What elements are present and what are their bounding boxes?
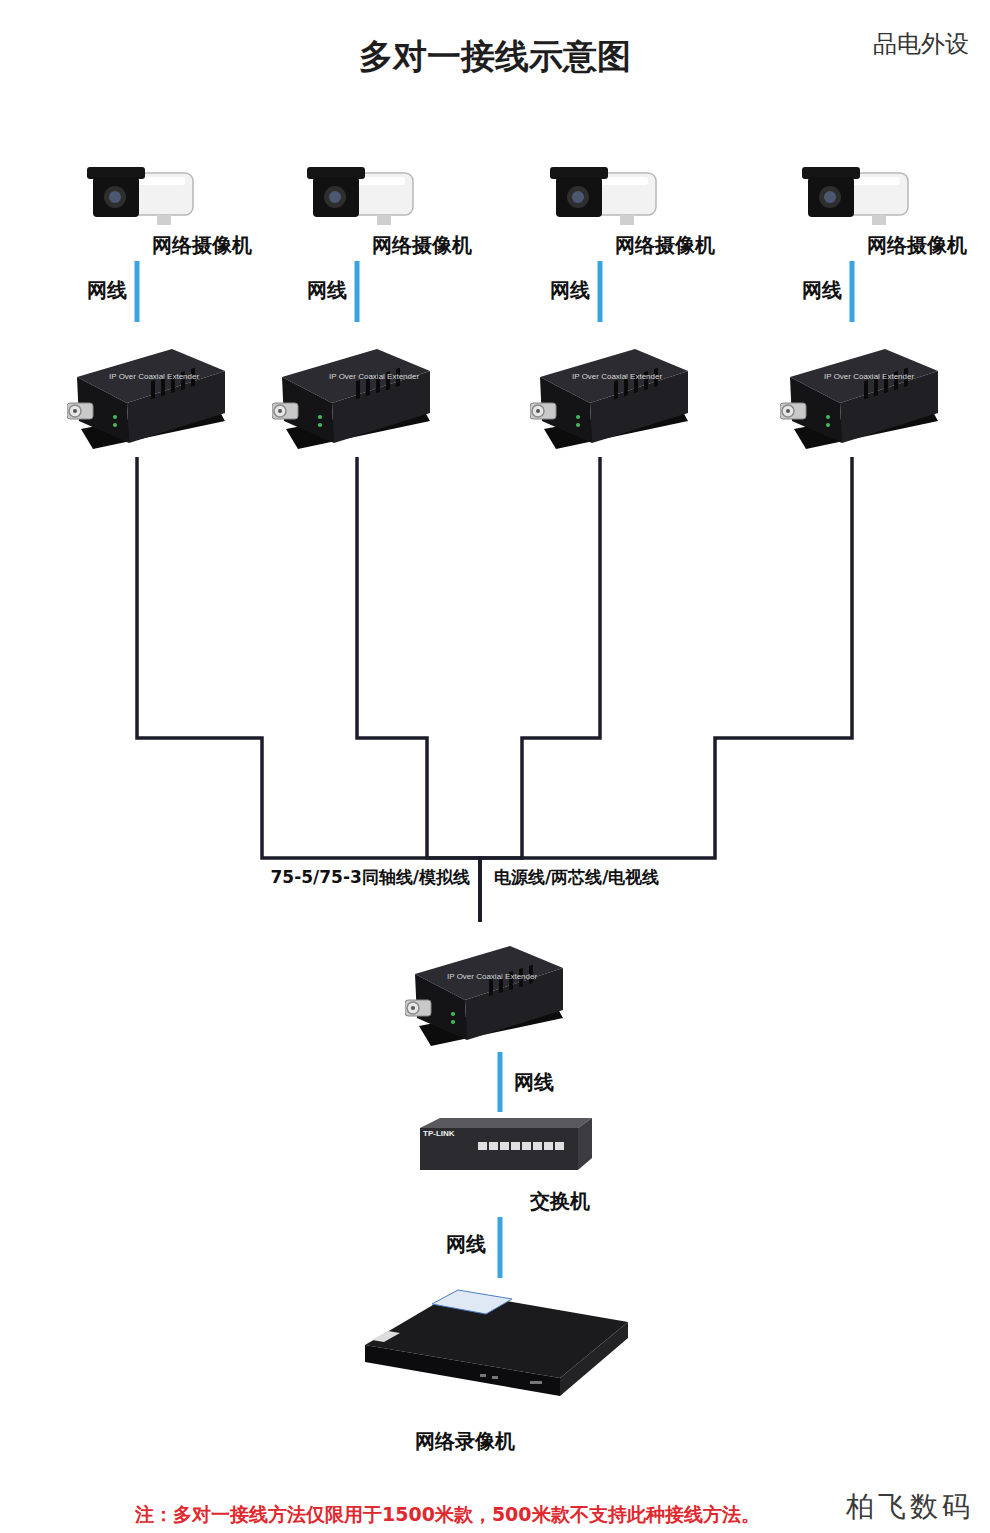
device-print: TP-LINK xyxy=(423,1129,455,1138)
network-cable xyxy=(598,261,603,322)
coax-cable xyxy=(480,457,600,922)
camera-node: 网络摄像机 xyxy=(797,162,972,261)
device-print: IP Over Coaxial Extender xyxy=(329,372,419,381)
camera-node: 网络摄像机 xyxy=(302,162,477,261)
network-cable xyxy=(498,1052,503,1112)
cable-label: 网线 xyxy=(548,278,592,302)
device-print: IP Over Coaxial Extender xyxy=(109,372,199,381)
cable-label: 网线 xyxy=(444,1232,488,1256)
note-text: 注：多对一接线方法仅限用于1500米款，500米款不支持此种接线方法。 xyxy=(135,1502,760,1528)
cable-label: 网线 xyxy=(800,278,844,302)
coax-cable xyxy=(357,457,480,922)
brand-text: 品电外设 xyxy=(873,28,969,60)
network-cable xyxy=(355,261,360,322)
camera-node: 网络摄像机 xyxy=(82,162,257,261)
device-label: 网络摄像机 xyxy=(372,232,472,259)
cable-label: 网线 xyxy=(85,278,129,302)
network-cable xyxy=(850,261,855,322)
extender-node: IP Over Coaxial Extender xyxy=(287,322,447,457)
cable-type: 75-5/75-3同轴线/模拟线 xyxy=(270,866,470,889)
recorder-node: 网络录像机 xyxy=(355,1278,630,1458)
device-label: 网络摄像机 xyxy=(152,232,252,259)
camera-node: 网络摄像机 xyxy=(545,162,720,261)
extender-node: IP Over Coaxial Extender xyxy=(405,922,570,1052)
cable-type: 电源线/两芯线/电视线 xyxy=(494,866,659,889)
device-print: IP Over Coaxial Extender xyxy=(447,972,537,981)
camera-picture xyxy=(307,167,413,225)
device-label: 网络摄像机 xyxy=(867,232,967,259)
diagram-title: 多对一接线示意图 xyxy=(0,36,990,77)
extender-picture xyxy=(780,349,938,449)
network-cable xyxy=(498,1217,503,1278)
switch-picture xyxy=(420,1118,592,1170)
extender-picture xyxy=(67,349,225,449)
extender-node: IP Over Coaxial Extender xyxy=(67,322,227,457)
device-label: 交换机 xyxy=(530,1188,590,1215)
coax-cable xyxy=(137,457,480,922)
coax-cable xyxy=(480,457,852,922)
device-print: IP Over Coaxial Extender xyxy=(572,372,662,381)
extender-picture xyxy=(272,349,430,449)
extender-node: IP Over Coaxial Extender xyxy=(782,322,942,457)
switch-node: TP-LINK 交换机 xyxy=(415,1112,610,1217)
recorder-picture xyxy=(365,1290,628,1396)
cable-label: 网线 xyxy=(305,278,349,302)
device-print: IP Over Coaxial Extender xyxy=(824,372,914,381)
camera-picture xyxy=(87,167,193,225)
camera-picture xyxy=(802,167,908,225)
extender-node: IP Over Coaxial Extender xyxy=(530,322,690,457)
cable-label: 网线 xyxy=(512,1070,556,1094)
watermark: 柏飞数码 xyxy=(846,1488,974,1526)
extender-picture xyxy=(405,946,563,1046)
camera-picture xyxy=(550,167,656,225)
device-label: 网络摄像机 xyxy=(615,232,715,259)
device-label: 网络录像机 xyxy=(415,1428,515,1455)
network-cable xyxy=(135,261,140,322)
extender-picture xyxy=(530,349,688,449)
